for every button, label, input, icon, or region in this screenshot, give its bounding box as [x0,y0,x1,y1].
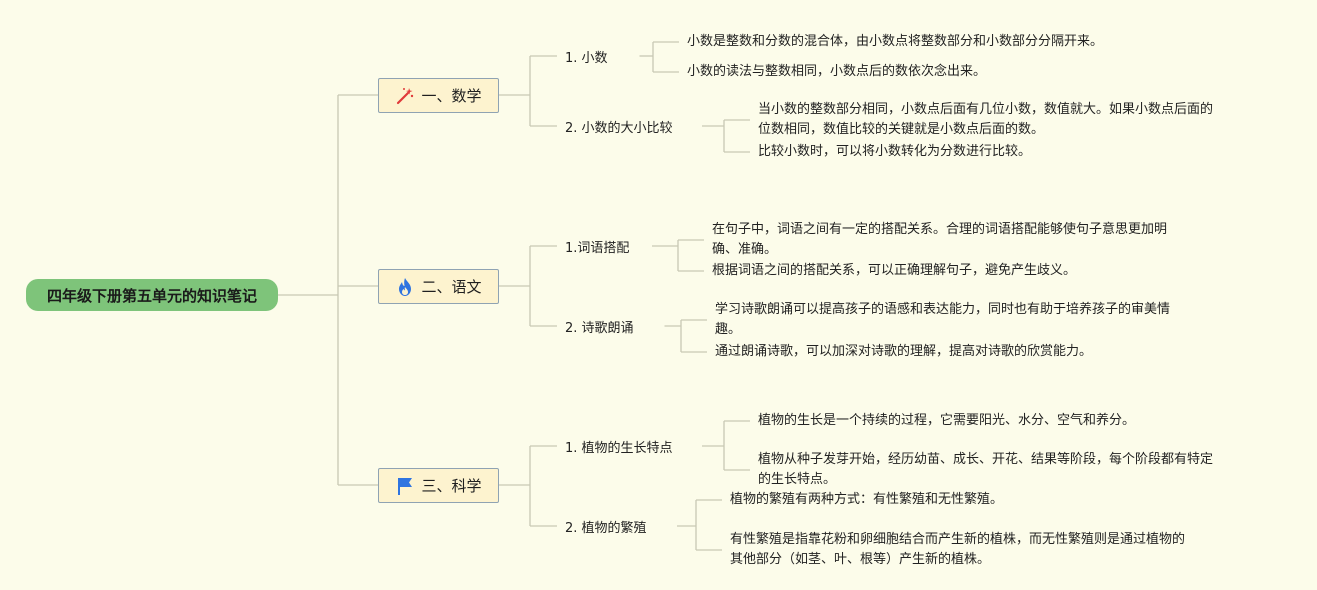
leaf-text-line: 小数是整数和分数的混合体，由小数点将整数部分和小数部分分隔开来。 [687,34,1104,49]
leaf-text-line: 根据词语之间的搭配关系，可以正确理解句子，避免产生歧义。 [712,263,1077,278]
leaf-text-line: 通过朗诵诗歌，可以加深对诗歌的理解，提高对诗歌的欣赏能力。 [715,344,1093,359]
subtopic-node[interactable]: 1. 植物的生长特点 [565,441,673,456]
category-label: 一、数学 [421,87,482,105]
subtopic-node[interactable]: 2. 植物的繁殖 [565,521,647,536]
category-node-2[interactable]: 二、语文 [378,269,499,304]
leaf-note[interactable]: 学习诗歌朗诵可以提高孩子的语感和表达能力，同时也有助于培养孩子的审美情趣。 [715,300,1170,340]
leaf-note[interactable]: 植物的生长是一个持续的过程，它需要阳光、水分、空气和养分。 [758,411,1135,431]
leaf-note[interactable]: 通过朗诵诗歌，可以加深对诗歌的理解，提高对诗歌的欣赏能力。 [715,342,1092,362]
leaf-text-line: 植物的繁殖有两种方式：有性繁殖和无性繁殖。 [730,492,1004,507]
leaf-note[interactable]: 根据词语之间的搭配关系，可以正确理解句子，避免产生歧义。 [712,261,1076,281]
subtopic-node[interactable]: 1.词语搭配 [565,241,630,256]
root-topic[interactable]: 四年级下册第五单元的知识笔记 [26,279,278,311]
flame-icon [395,277,415,297]
leaf-text-line: 在句子中，词语之间有一定的搭配关系。合理的词语搭配能够使句子意思更加明 [712,222,1168,237]
leaf-text-line: 当小数的整数部分相同，小数点后面有几位小数，数值就大。如果小数点后面的 [758,102,1214,117]
leaf-text-line: 位数相同，数值比较的关键就是小数点后面的数。 [758,122,1045,137]
category-label: 三、科学 [421,477,482,495]
leaf-text-line: 趣。 [715,322,742,337]
leaf-text-line: 比较小数时，可以将小数转化为分数进行比较。 [758,144,1032,159]
leaf-note[interactable]: 当小数的整数部分相同，小数点后面有几位小数，数值就大。如果小数点后面的位数相同，… [758,100,1213,140]
leaf-note[interactable]: 小数的读法与整数相同，小数点后的数依次念出来。 [687,62,986,82]
subtopic-node[interactable]: 2. 诗歌朗诵 [565,321,634,336]
leaf-text-line: 植物从种子发芽开始，经历幼苗、成长、开花、结果等阶段，每个阶段都有特定 [758,452,1214,467]
leaf-note[interactable]: 比较小数时，可以将小数转化为分数进行比较。 [758,142,1031,162]
category-node-3[interactable]: 三、科学 [378,468,499,503]
leaf-text-line: 确、准确。 [712,242,778,257]
leaf-note[interactable]: 植物的繁殖有两种方式：有性繁殖和无性繁殖。 [730,490,1003,510]
subtopic-node[interactable]: 2. 小数的大小比较 [565,121,673,136]
leaf-text-line: 有性繁殖是指靠花粉和卵细胞结合而产生新的植株，而无性繁殖则是通过植物的 [730,532,1186,547]
leaf-note[interactable]: 有性繁殖是指靠花粉和卵细胞结合而产生新的植株，而无性繁殖则是通过植物的其他部分（… [730,530,1185,570]
leaf-text-line: 植物的生长是一个持续的过程，它需要阳光、水分、空气和养分。 [758,413,1136,428]
flag-icon [395,476,415,496]
leaf-note[interactable]: 小数是整数和分数的混合体，由小数点将整数部分和小数部分分隔开来。 [687,32,1103,52]
category-label: 二、语文 [421,278,482,296]
category-node-1[interactable]: 一、数学 [378,78,499,113]
leaf-text-line: 的生长特点。 [758,472,837,487]
leaf-text-line: 小数的读法与整数相同，小数点后的数依次念出来。 [687,64,987,79]
subtopic-node[interactable]: 1. 小数 [565,51,608,66]
leaf-text-line: 学习诗歌朗诵可以提高孩子的语感和表达能力，同时也有助于培养孩子的审美情 [715,302,1171,317]
leaf-note[interactable]: 植物从种子发芽开始，经历幼苗、成长、开花、结果等阶段，每个阶段都有特定的生长特点… [758,450,1213,490]
magic-wand-icon [395,86,415,106]
leaf-text-line: 其他部分（如茎、叶、根等）产生新的植株。 [730,552,991,567]
leaf-note[interactable]: 在句子中，词语之间有一定的搭配关系。合理的词语搭配能够使句子意思更加明确、准确。 [712,220,1167,260]
